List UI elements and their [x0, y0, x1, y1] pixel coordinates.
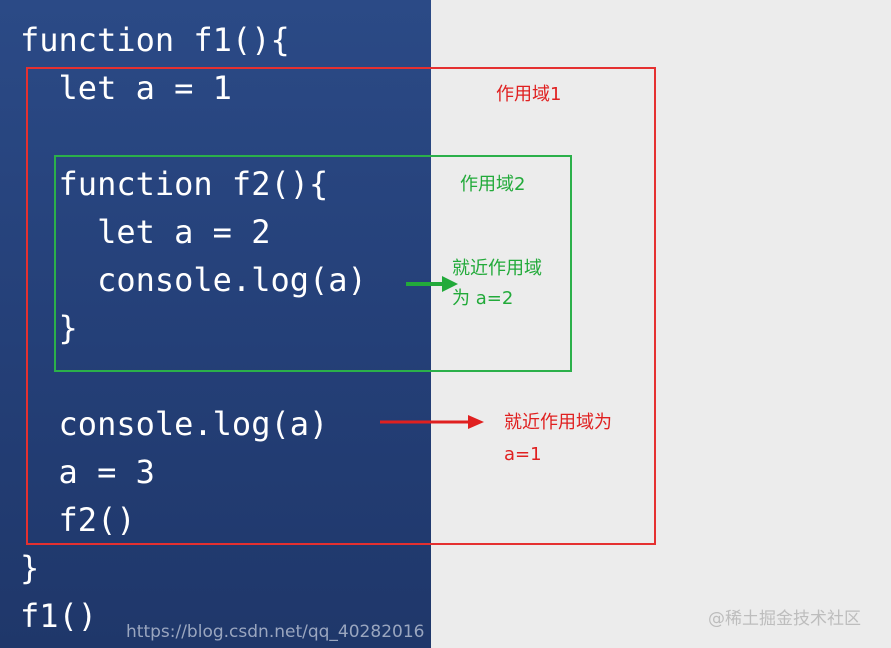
green-arrow-icon: [406, 276, 458, 292]
scope1-box: [26, 67, 656, 545]
code-line-let-a-1: let a = 1: [20, 69, 232, 107]
code-line-let-a-2: let a = 2: [20, 213, 271, 251]
outer-note-line1: 就近作用域为: [504, 412, 612, 433]
code-line-assign-a-3: a = 3: [20, 453, 155, 491]
scope1-label: 作用域1: [496, 84, 562, 105]
inner-note-line1: 就近作用域: [452, 258, 542, 279]
code-line-outer-log: console.log(a): [20, 405, 329, 443]
code-line-call-f2: f2(): [20, 501, 136, 539]
code-line-f2-close: }: [20, 309, 78, 347]
code-line-call-f1: f1(): [20, 597, 98, 635]
code-line-f2-declaration: function f2(){: [20, 165, 329, 203]
code-line-inner-log: console.log(a): [20, 261, 367, 299]
outer-note-line2: a=1: [504, 444, 542, 465]
scope2-box: [54, 155, 572, 372]
scope2-label: 作用域2: [460, 174, 526, 195]
red-arrow-icon: [380, 415, 484, 429]
site-watermark: @稀土掘金技术社区: [708, 609, 861, 629]
annotation-panel: [431, 0, 891, 648]
code-line-f1-close: }: [20, 549, 40, 587]
code-line-f1-declaration: function f1(){: [20, 21, 290, 59]
inner-note-line2: 为 a=2: [452, 288, 514, 309]
blog-url-watermark: https://blog.csdn.net/qq_40282016: [126, 622, 425, 642]
code-panel: [0, 0, 431, 648]
